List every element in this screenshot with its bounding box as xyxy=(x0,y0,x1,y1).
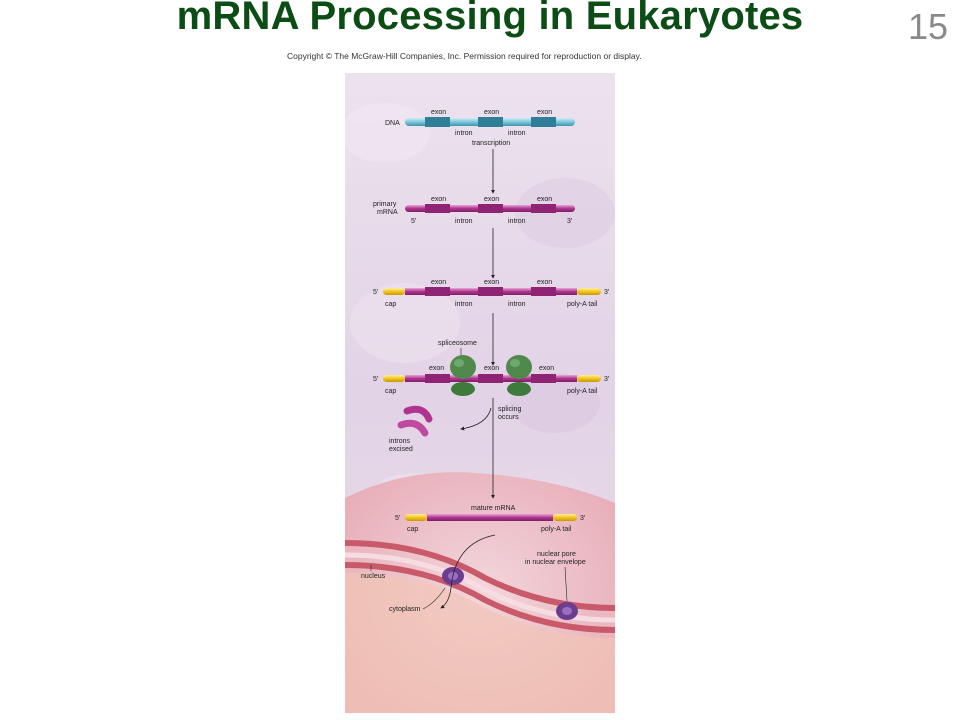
dna-strand xyxy=(405,117,575,127)
mature-poly-a-label: poly-A tail xyxy=(541,526,572,533)
dna-label: DNA xyxy=(385,120,400,127)
dna-exon-label: exon xyxy=(484,109,499,116)
spliceosome-cap-label: cap xyxy=(385,388,396,395)
mature-three-prime: 3′ xyxy=(580,515,586,522)
spliceosome-three-prime: 3′ xyxy=(604,376,610,383)
primary-five-prime: 5′ xyxy=(411,218,417,225)
splicing-label: splicing xyxy=(498,406,521,413)
primary-exon-label: exon xyxy=(484,196,499,203)
capped-five-prime: 5′ xyxy=(373,289,379,296)
spliceosome-exon-label: exon xyxy=(539,365,554,372)
mature-mrna-label: mature mRNA xyxy=(471,505,516,512)
introns-excised-label: excised xyxy=(389,446,413,453)
nuclear-envelope-label: in nuclear envelope xyxy=(525,559,586,566)
spliceosome-stage-strand xyxy=(383,374,601,383)
nuclear-envelope-inner xyxy=(345,562,615,633)
mature-five-prime: 5′ xyxy=(395,515,401,522)
mature-mrna-strand xyxy=(405,514,577,521)
capped-intron-label: intron xyxy=(455,301,473,308)
introns-label: introns xyxy=(389,438,411,445)
capped-cap-label: cap xyxy=(385,301,396,308)
splicing-occurs-label: occurs xyxy=(498,414,519,421)
nuclear-pore-label: nuclear pore xyxy=(537,551,576,558)
primary-exon-label: exon xyxy=(431,196,446,203)
spliceosome-label: spliceosome xyxy=(438,340,477,347)
slide-number: 15 xyxy=(907,6,948,47)
spliceosome-left-icon xyxy=(450,355,476,396)
export-arrow xyxy=(440,534,496,609)
nuclear-pore-right xyxy=(556,602,578,620)
primary-three-prime: 3′ xyxy=(567,218,573,225)
primary-intron-label: intron xyxy=(455,218,473,225)
dna-exon-label: exon xyxy=(537,109,552,116)
capped-exon-label: exon xyxy=(431,279,446,286)
dna-intron-label: intron xyxy=(508,130,526,137)
cytoplasm-label: cytoplasm xyxy=(389,606,421,613)
cytoplasm-region xyxy=(345,573,615,713)
spliceosome-five-prime: 5′ xyxy=(373,376,379,383)
spliceosome-right-icon xyxy=(506,355,532,396)
primary-label: primary xyxy=(373,201,397,208)
intron-release-arrow xyxy=(460,407,492,431)
primary-mrna-strand xyxy=(405,204,575,213)
capped-poly-a-label: poly-A tail xyxy=(567,301,598,308)
spliceosome-poly-a-label: poly-A tail xyxy=(567,388,598,395)
cytoplasm-pointer xyxy=(422,587,446,610)
spliceosome-exon-label: exon xyxy=(484,365,499,372)
primary-intron-label: intron xyxy=(508,218,526,225)
mrna-processing-figure: DNA exon exon exon intron intron transcr… xyxy=(345,73,615,713)
primary-mrna-label: mRNA xyxy=(377,209,398,216)
capped-exon-label: exon xyxy=(484,279,499,286)
nuclear-pore-pointer xyxy=(564,566,568,602)
primary-exon-label: exon xyxy=(537,196,552,203)
nucleus-label: nucleus xyxy=(361,573,386,580)
copyright-notice: Copyright © The McGraw-Hill Companies, I… xyxy=(287,51,642,61)
capped-intron-label: intron xyxy=(508,301,526,308)
mature-cap-label: cap xyxy=(407,526,418,533)
slide-title: mRNA Processing in Eukaryotes xyxy=(176,0,804,38)
dna-exon-label: exon xyxy=(431,109,446,116)
dna-intron-label: intron xyxy=(455,130,473,137)
excised-introns-icon xyxy=(397,405,433,437)
spliceosome-exon-label: exon xyxy=(429,365,444,372)
transcription-label: transcription xyxy=(472,140,510,147)
mrna-processing-diagram: DNA exon exon exon intron intron transcr… xyxy=(345,73,615,713)
capped-three-prime: 3′ xyxy=(604,289,610,296)
capped-exon-label: exon xyxy=(537,279,552,286)
capped-mrna-strand xyxy=(383,287,601,296)
